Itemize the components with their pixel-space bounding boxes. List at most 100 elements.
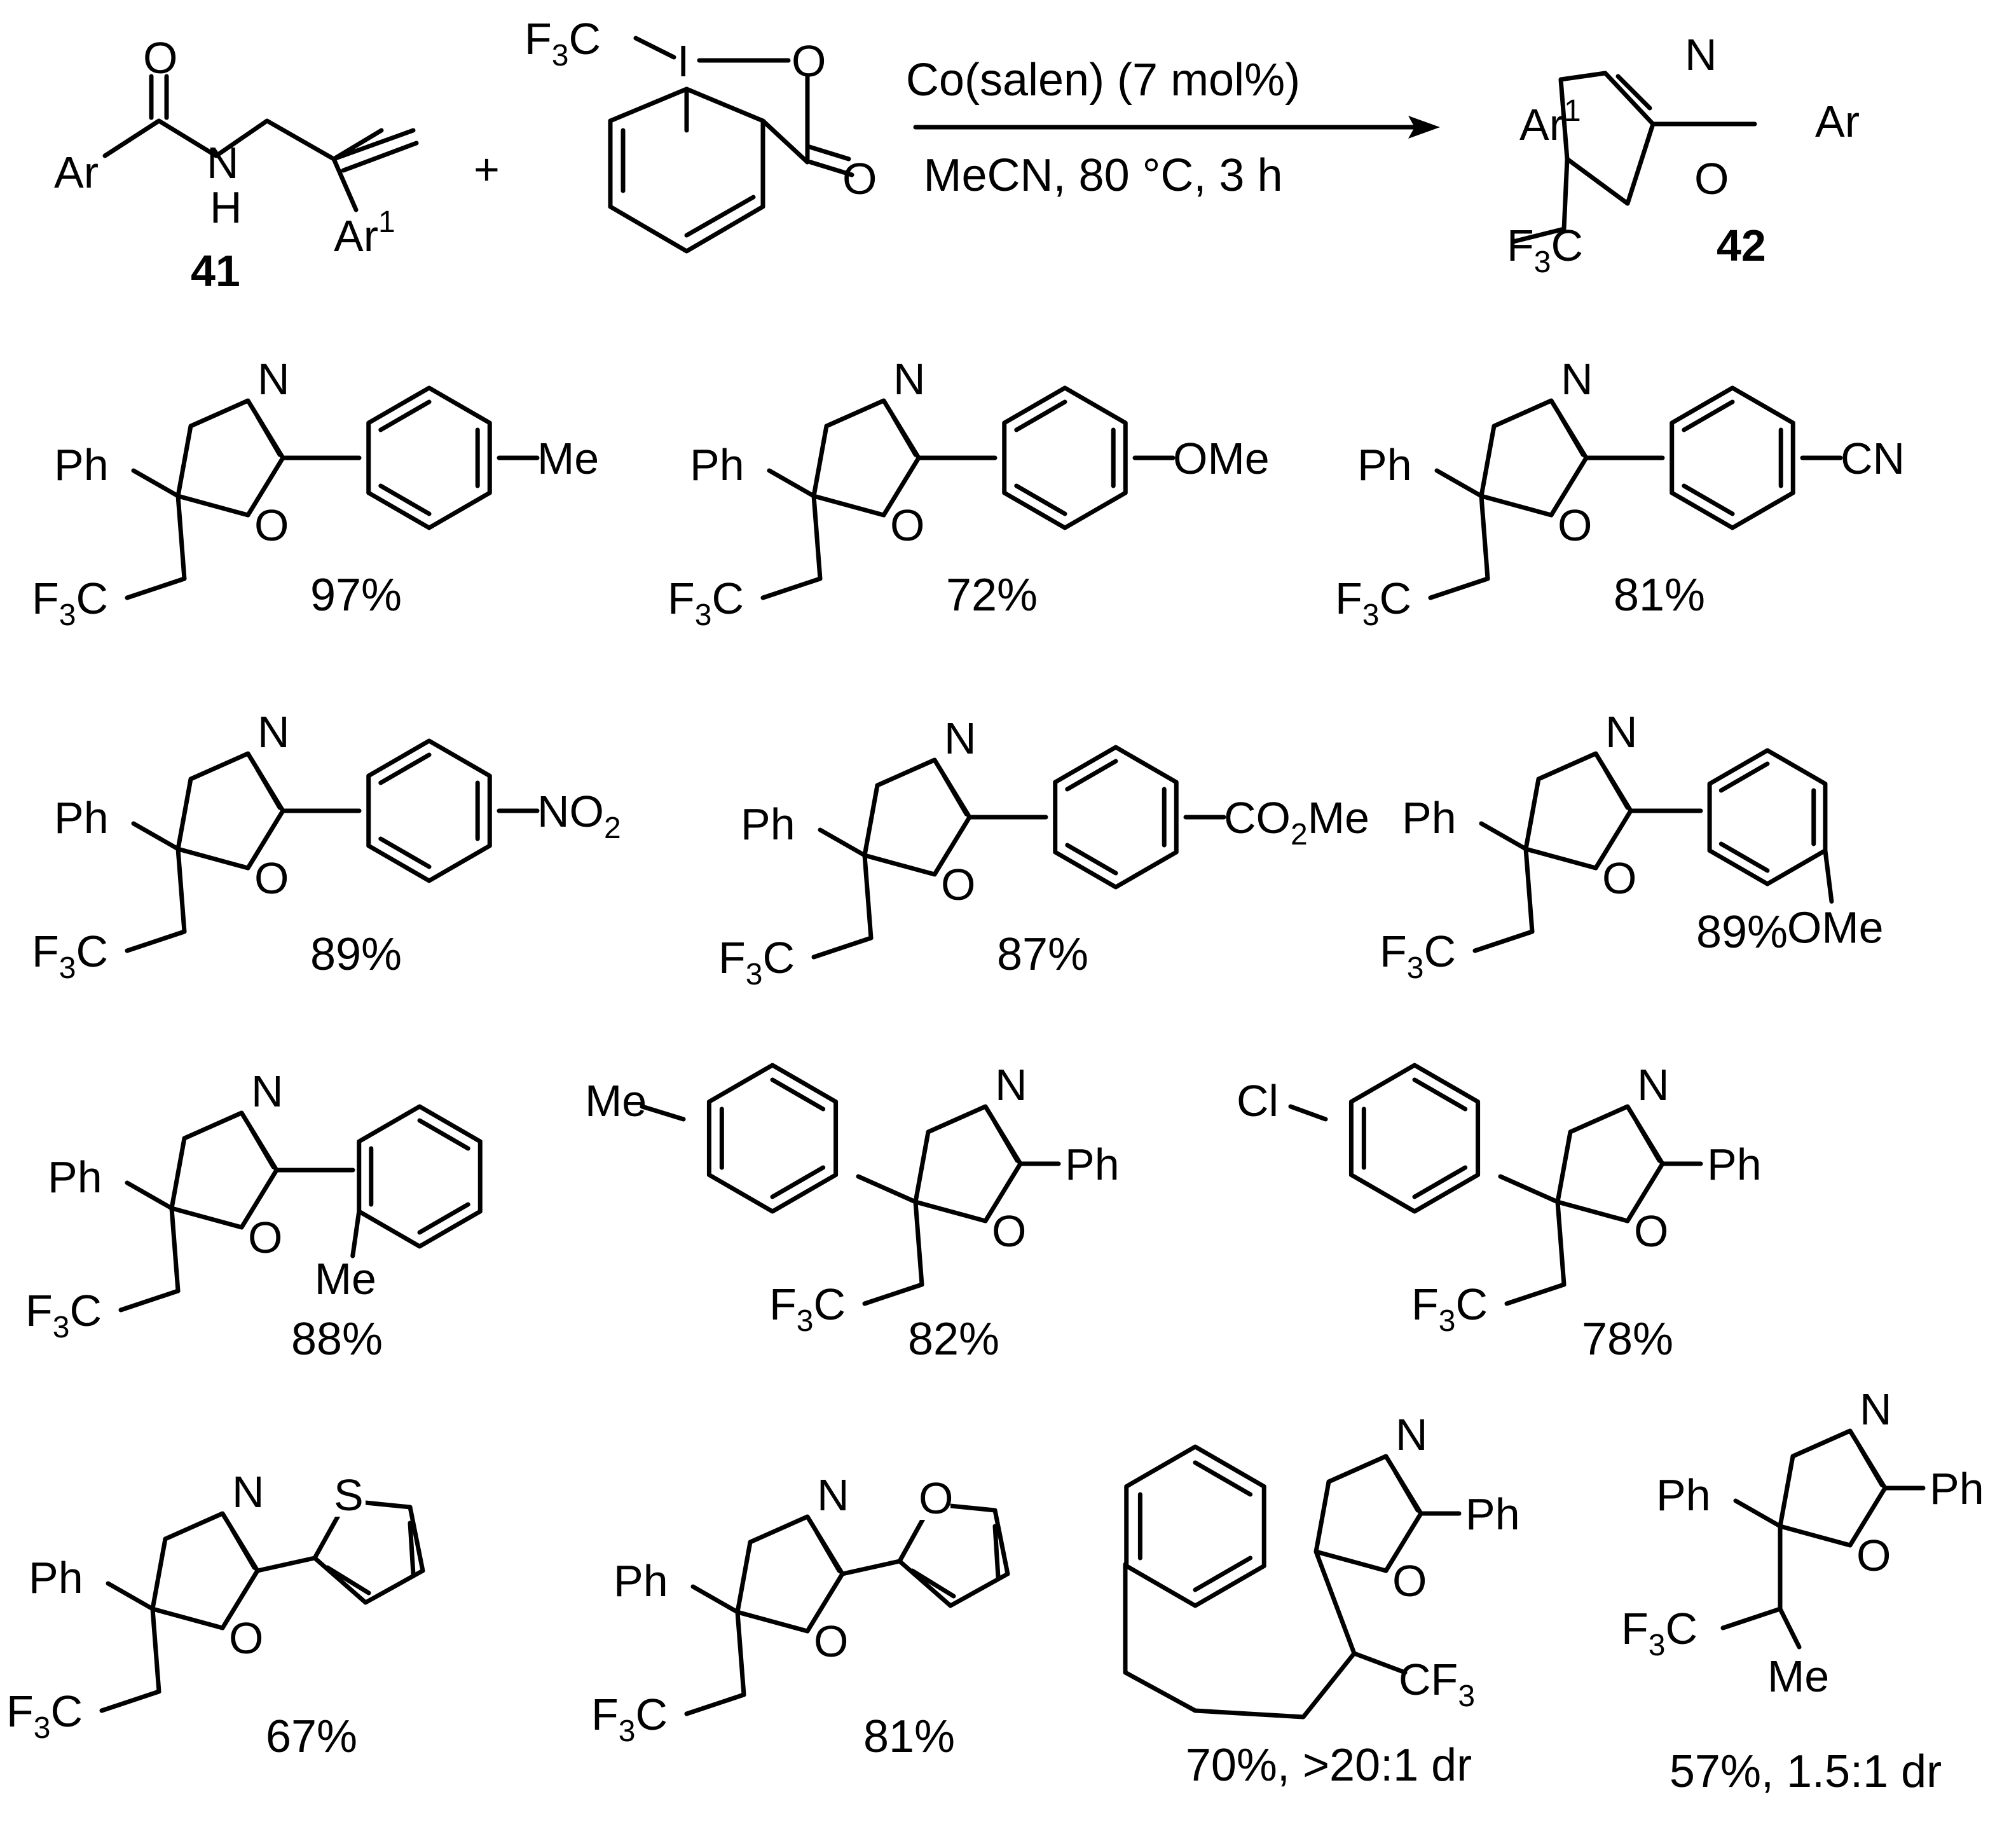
methyl-label: Me — [585, 1076, 647, 1126]
cf3-label: F3C — [591, 1690, 668, 1748]
phenyl-label: Ph — [54, 440, 109, 490]
ring-n-label: N — [1860, 1384, 1892, 1434]
phenyl-label: Ph — [741, 799, 795, 849]
compound-41-label: 41 — [191, 246, 240, 296]
cf3-label: F3C — [6, 1686, 83, 1745]
phenyl-label: Ph — [54, 793, 109, 843]
ring-n-label: N — [995, 1060, 1027, 1110]
ring-n-label: N — [257, 354, 290, 404]
phenyl-label: Ph — [1357, 440, 1412, 490]
ar-label: Ar — [54, 148, 99, 197]
yield-label: 82% — [908, 1314, 999, 1365]
conditions-below: MeCN, 80 °C, 3 h — [924, 150, 1283, 201]
ring-n-label: N — [893, 354, 926, 404]
togni-carbonyl-o-label: O — [842, 154, 877, 203]
amide-n-label: N — [207, 138, 239, 188]
ring-o-label: O — [1856, 1531, 1891, 1580]
chloro-label: Cl — [1237, 1076, 1279, 1126]
togni-ring-o-label: O — [792, 36, 826, 86]
cf3-label: F3C — [1621, 1604, 1697, 1662]
ring-o-label: O — [254, 853, 289, 903]
substituent-label: OMe — [1173, 434, 1270, 483]
conditions-above: Co(salen) (7 mol%) — [906, 55, 1300, 106]
ring-o-label: O — [1558, 500, 1592, 550]
phenyl-label: Ph — [690, 440, 744, 490]
ring-o-label: O — [229, 1613, 263, 1663]
ring-n-label: N — [1395, 1410, 1428, 1459]
phenyl-label: Ph — [48, 1152, 102, 1202]
substituent-label: Me — [537, 434, 599, 483]
ring-n-label: N — [944, 714, 977, 763]
product-42: N O Ar1 Ar F3C 42 — [1507, 30, 1860, 279]
product-ar-label: Ar — [1815, 97, 1860, 146]
yield-label: 67% — [266, 1711, 357, 1762]
ring-o-label: O — [248, 1213, 282, 1262]
example-9: F3C N O Ph Cl — [1237, 1060, 1762, 1338]
ring-o-label: O — [1392, 1556, 1427, 1606]
cf3-label: F3C — [32, 927, 108, 985]
amide-h-label: H — [210, 183, 242, 232]
cf3-label: F3C — [668, 574, 744, 632]
substrate-scope: PhF3CNOMe97%PhF3CNOOMe72%PhF3CNOCN81%PhF… — [6, 354, 1984, 1797]
ring-n-label: N — [251, 1066, 284, 1116]
reaction-arrow: Co(salen) (7 mol%) MeCN, 80 °C, 3 h — [906, 55, 1440, 201]
phenyl-label: Ph — [1465, 1489, 1520, 1539]
cf3-label: F3C — [1411, 1279, 1488, 1338]
yield-label: 72% — [946, 570, 1038, 621]
yield-label: 81% — [1614, 570, 1705, 621]
ring-o-label: O — [1634, 1206, 1668, 1256]
ar1-label: Ar1 — [334, 205, 395, 261]
cf3-label: F3C — [25, 1286, 102, 1344]
ring-n-label: N — [257, 707, 290, 757]
phenyl-label: Ph — [29, 1553, 83, 1603]
thiophene-s-label: S — [334, 1470, 364, 1520]
yield-label: 88% — [291, 1314, 383, 1365]
yield-label: 81% — [863, 1711, 955, 1762]
ring-n-label: N — [817, 1470, 849, 1520]
ring-n-label: N — [232, 1467, 264, 1517]
phenyl-label: Ph — [1402, 793, 1457, 843]
methyl-label: Me — [1767, 1651, 1829, 1701]
phenyl-label: Ph — [1065, 1140, 1120, 1189]
ring-n-label: N — [1605, 707, 1638, 757]
yield-label: 57%, 1.5:1 dr — [1670, 1746, 1942, 1797]
phenyl-label: Ph — [614, 1556, 668, 1606]
ring-n-label: N — [1637, 1060, 1670, 1110]
ring-o-label: O — [254, 500, 289, 550]
methyl-label: Me — [315, 1254, 376, 1304]
yield-label: 70%, >20:1 dr — [1186, 1740, 1472, 1791]
ring-o-label: O — [941, 860, 975, 909]
togni-cf3-label: F3C — [525, 14, 601, 72]
ring-o-label: O — [890, 500, 924, 550]
iodine-label: I — [677, 36, 689, 86]
product-o-label: O — [1694, 154, 1729, 203]
yield-label: 78% — [1582, 1314, 1673, 1365]
cf3-label: F3C — [1335, 574, 1411, 632]
cf3-label: CF3 — [1399, 1655, 1475, 1713]
cf3-label: F3C — [718, 933, 795, 991]
ring-n-label: N — [1561, 354, 1593, 404]
togni-reagent: F3C I O O — [525, 14, 877, 254]
ring-o-label: O — [814, 1617, 848, 1666]
phenyl-label: Ph — [1656, 1470, 1711, 1520]
product-cf3-label: F3C — [1507, 221, 1583, 279]
cf3-label: F3C — [32, 574, 108, 632]
substituent-label: CN — [1841, 434, 1905, 483]
furan-o-label: O — [919, 1473, 953, 1523]
product-n-label: N — [1685, 30, 1717, 79]
yield-label: 89% — [310, 929, 402, 980]
phenyl-label: Ph — [1707, 1140, 1762, 1189]
